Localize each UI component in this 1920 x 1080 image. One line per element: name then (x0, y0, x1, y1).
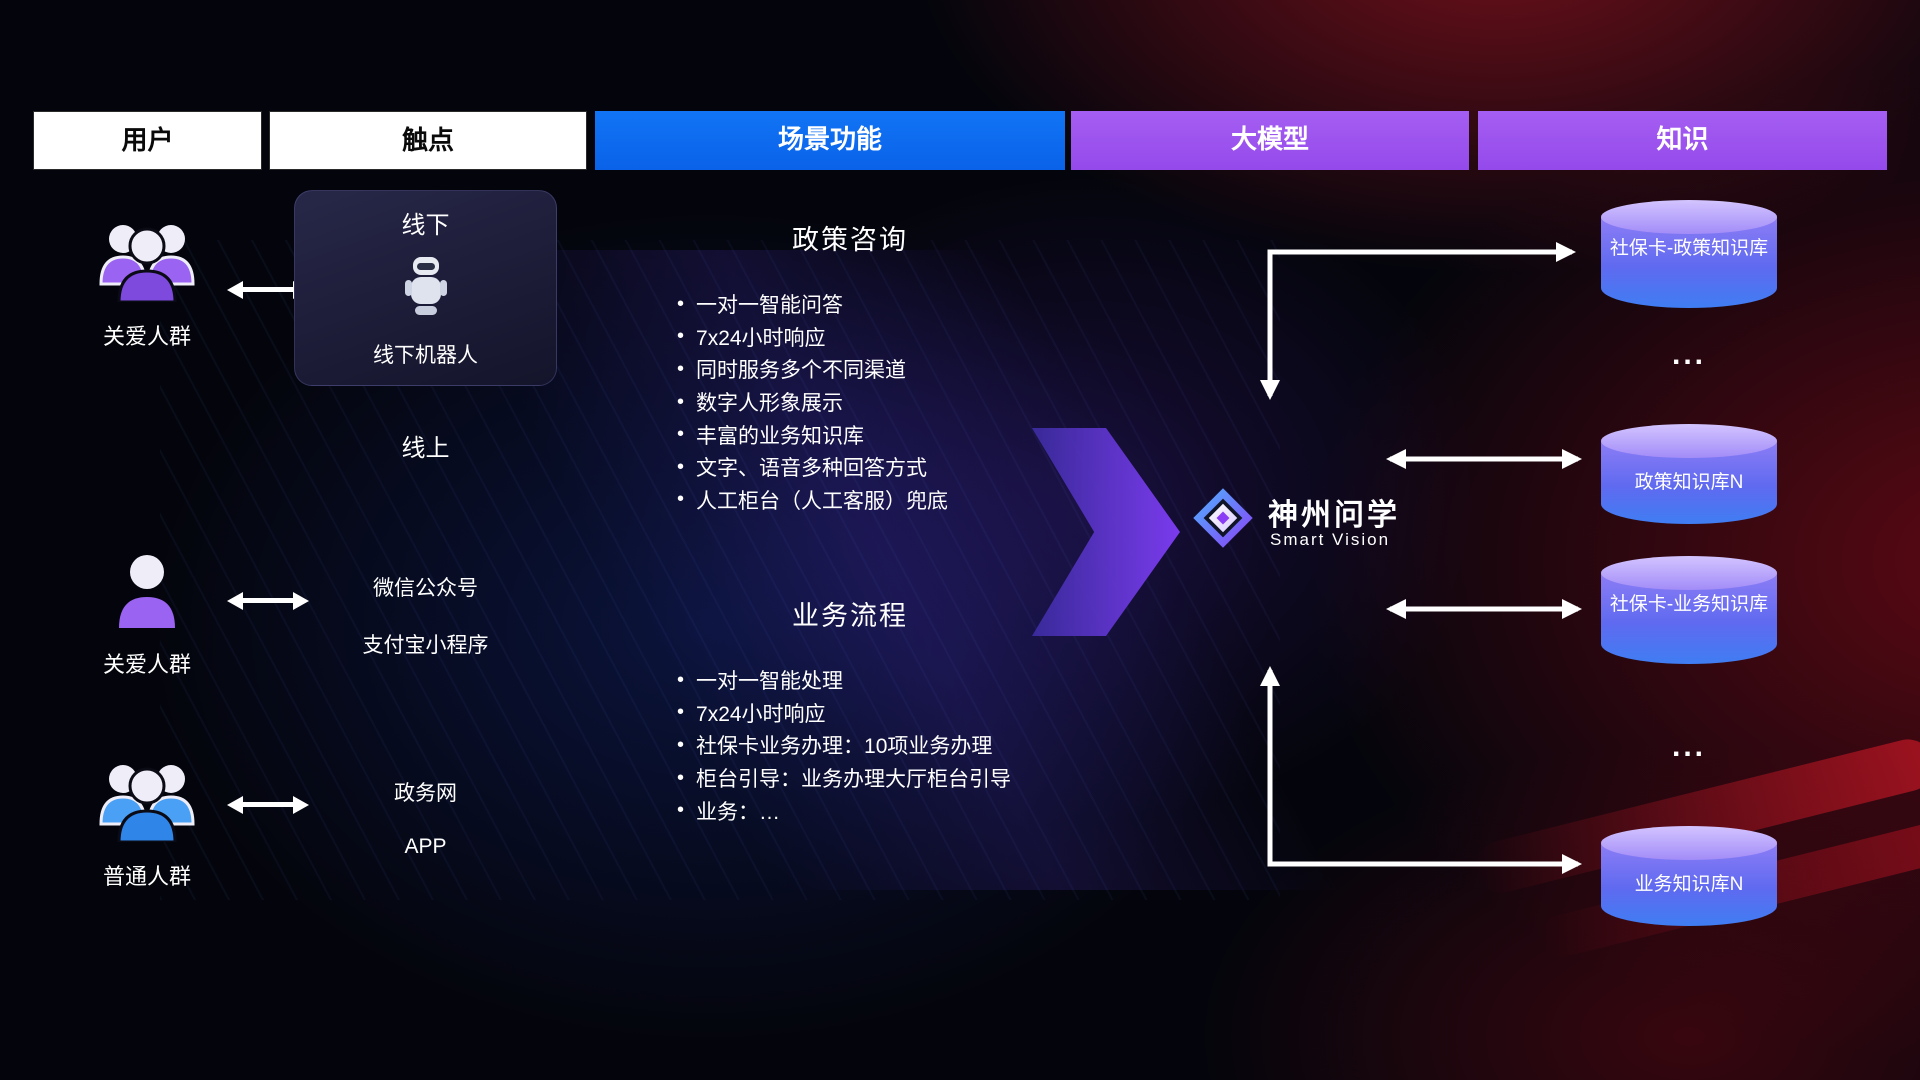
model-name: 神州问学 (1268, 499, 1400, 532)
knowledge-db-business-ssc: 社保卡-业务知识库 (1601, 556, 1777, 664)
ellipsis: ... (1671, 730, 1706, 763)
bullet-item: 人工柜台（人工客服）兜底 (677, 484, 948, 517)
bullet-item: 同时服务多个不同渠道 (677, 353, 948, 386)
scenario-business-title: 业务流程 (792, 601, 908, 631)
bullet-item: 一对一智能处理 (677, 664, 1011, 697)
scenario-policy-list: 一对一智能问答 7x24小时响应 同时服务多个不同渠道 数字人形象展示 丰富的业… (677, 288, 948, 516)
database-cylinder-top (1601, 200, 1777, 234)
bullet-item: 业务：… (677, 794, 1011, 827)
scenario-business-list: 一对一智能处理 7x24小时响应 社保卡业务办理：10项业务办理 柜台引导：业务… (677, 664, 1011, 827)
ellipsis: ... (1671, 338, 1706, 371)
bullet-item: 柜台引导：业务办理大厅柜台引导 (677, 762, 1011, 795)
database-label: 社保卡-政策知识库 (1609, 238, 1769, 259)
user-label: 关爱人群 (102, 324, 191, 349)
online-title: 线上 (401, 435, 450, 462)
database-label: 政策知识库N (1634, 472, 1744, 493)
user-label: 普通人群 (102, 864, 191, 889)
user-single-care: 关爱人群 (67, 550, 227, 679)
bullet-item: 文字、语音多种回答方式 (677, 451, 948, 484)
touchpoint-wechat: 微信公众号 (373, 577, 478, 600)
bullet-item: 丰富的业务知识库 (677, 418, 948, 451)
header-scenario-functions-label: 场景功能 (777, 124, 882, 154)
person-icon (107, 550, 187, 635)
knowledge-db-policy-ssc: 社保卡-政策知识库 (1601, 200, 1777, 308)
people-group-icon (89, 752, 205, 847)
logo-diamond-icon (1192, 487, 1254, 554)
knowledge-db-business-n: 业务知识库N (1601, 826, 1777, 926)
header-touchpoints: 触点 (269, 111, 587, 170)
touchpoint-app: APP (404, 835, 447, 858)
double-arrow-icon (227, 591, 309, 610)
arrow-model-to-db4 (1260, 666, 1582, 874)
header-users: 用户 (33, 111, 262, 170)
database-label: 社保卡-业务知识库 (1609, 594, 1769, 615)
knowledge-db-policy-n: 政策知识库N (1601, 424, 1777, 524)
bullet-item: 数字人形象展示 (677, 386, 948, 419)
user-label: 关爱人群 (102, 652, 191, 677)
touchpoint-alipay: 支付宝小程序 (362, 634, 489, 657)
arrow-model-to-db1 (1260, 242, 1576, 400)
header-touchpoints-label: 触点 (401, 125, 454, 155)
user-group-general: 普通人群 (67, 752, 227, 891)
bullet-item: 7x24小时响应 (677, 321, 948, 354)
touchpoint-gov-web: 政务网 (394, 782, 457, 805)
database-cylinder-top (1601, 826, 1777, 860)
model-subtitle: Smart Vision (1270, 530, 1391, 549)
header-knowledge-label: 知识 (1656, 124, 1709, 154)
double-arrow-icon (227, 795, 309, 814)
bullet-item: 7x24小时响应 (677, 697, 1011, 730)
robot-icon (403, 255, 449, 324)
bullet-item: 一对一智能问答 (677, 288, 948, 321)
database-cylinder-top (1601, 556, 1777, 590)
user-group-care-1: 关爱人群 (67, 212, 227, 351)
scenario-policy-title: 政策咨询 (792, 225, 908, 255)
header-knowledge: 知识 (1478, 111, 1887, 170)
flow-arrow-icon (1032, 428, 1180, 636)
header-large-model: 大模型 (1071, 111, 1469, 170)
offline-robot-label: 线下机器人 (373, 344, 478, 367)
bullet-item: 社保卡业务办理：10项业务办理 (677, 729, 1011, 762)
header-large-model-label: 大模型 (1230, 124, 1309, 154)
people-group-icon (89, 212, 205, 307)
header-users-label: 用户 (121, 125, 174, 155)
header-scenario-functions: 场景功能 (595, 111, 1065, 170)
double-arrow-icon (227, 280, 309, 299)
database-cylinder-top (1601, 424, 1777, 458)
offline-touchpoint-card: 线下 线下机器人 (294, 190, 557, 386)
database-label: 业务知识库N (1634, 874, 1744, 895)
offline-title: 线下 (401, 212, 450, 239)
